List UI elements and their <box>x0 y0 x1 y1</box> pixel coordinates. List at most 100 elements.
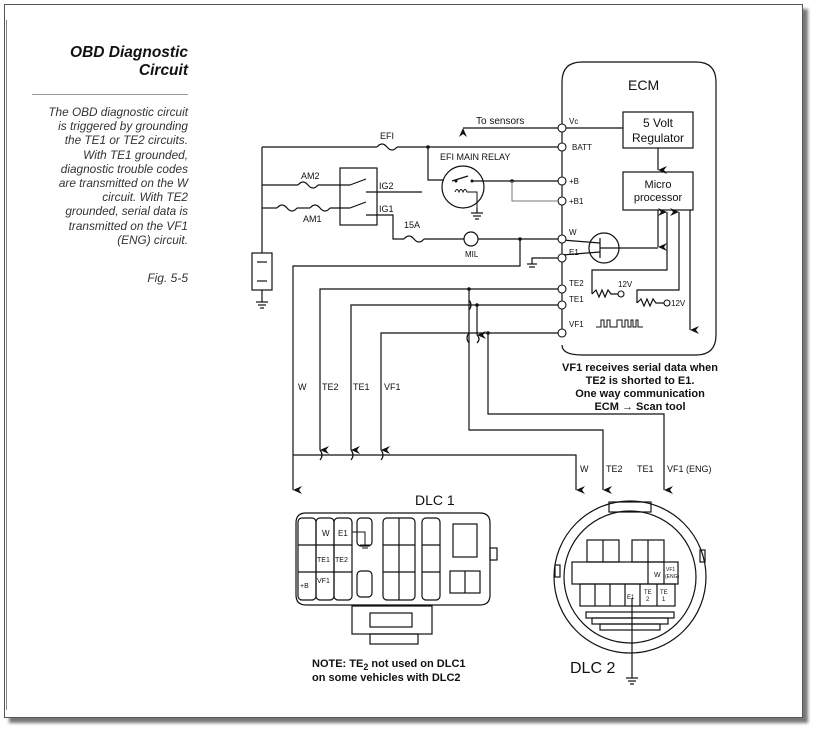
ig2-label: IG2 <box>379 181 394 191</box>
vf1-note: VF1 receives serial data when TE2 is sho… <box>562 362 718 413</box>
wire-label-w-dlc2: W <box>580 464 589 474</box>
ground-icon <box>360 544 370 549</box>
pin-te2 <box>557 284 567 294</box>
te2-to-micro-arrow <box>591 208 668 294</box>
description-line: grounded, serial data is <box>65 204 188 219</box>
dlc2-connector: W VF1 (ENG) E1 TE 2 TE 1 DLC 2 <box>553 500 707 685</box>
relay-coil-icon <box>454 189 478 208</box>
vf1-harness-wire <box>380 332 558 454</box>
w-harness-wire <box>292 239 521 494</box>
dlc2-terminal-vf1: VF1 <box>666 567 675 573</box>
dlc1-note-line2: on some vehicles with DLC2 <box>312 672 461 684</box>
ecm-outline <box>561 61 717 356</box>
ecm-module: ECM 5 Volt Regulator Micro processor 12V… <box>561 61 717 356</box>
pin-label-te2: TE2 <box>569 279 584 288</box>
wire-label-vf1-dlc2: VF1 (ENG) <box>667 464 712 474</box>
description-line: With TE1 grounded, <box>83 147 188 162</box>
te1-resistor-icon <box>636 297 664 308</box>
to-sensors-label: To sensors <box>476 116 524 127</box>
description-line: diagnostic trouble codes <box>60 161 188 176</box>
pin-vf1 <box>557 328 567 338</box>
ecm-pins: Vc BATT +B +B1 W E1 TE2 TE1 VF1 <box>557 117 592 338</box>
efi-fuse-label: EFI <box>380 131 394 141</box>
dlc2-tab <box>554 564 561 578</box>
dlc2-terminal-w: W <box>654 572 661 579</box>
dlc2-tab <box>699 549 706 563</box>
dlc2-title: DLC 2 <box>570 660 615 677</box>
transistor-emitter <box>561 251 601 256</box>
dlc2-outer-ring <box>553 500 707 654</box>
dlc1-cavity <box>356 570 373 598</box>
dlc2-terminal-e1: E1 <box>627 595 635 601</box>
pin-label-batt: BATT <box>572 143 592 152</box>
vf1-note-line: ECM → Scan tool <box>594 401 685 413</box>
mil-lamp-icon <box>463 231 479 247</box>
sidebar-divider <box>32 94 188 95</box>
dlc1-key <box>452 523 478 558</box>
pin-label-vf1: VF1 <box>569 320 584 329</box>
dlc2-rib <box>591 617 669 625</box>
te2-12v-terminal <box>617 290 625 298</box>
wire-label-te1: TE1 <box>353 382 370 392</box>
dlc2-inner-ring <box>563 510 697 644</box>
pin-b1 <box>557 196 567 206</box>
description-line: is triggered by grounding <box>58 119 188 134</box>
dlc1-latch-inner <box>369 612 413 628</box>
dlc1-latch <box>351 605 433 635</box>
vf1-note-line: VF1 receives serial data when <box>562 362 718 374</box>
dlc2-row <box>579 583 676 607</box>
ground-icon <box>527 263 537 268</box>
pin-label-b1: +B1 <box>569 197 584 206</box>
dlc2-rib <box>585 611 675 619</box>
mil-label: MIL <box>465 250 479 259</box>
dlc1-title: DLC 1 <box>415 492 455 508</box>
dlc1-connector: DLC 1 W E1 TE1 TE2 +B VF1 <box>295 492 498 645</box>
relay-feed <box>427 147 444 181</box>
fuse-15a-icon <box>403 235 425 243</box>
dlc1-e1-ground-wire <box>352 531 366 545</box>
sidebar-title-line1: OBD Diagnostic <box>70 44 188 61</box>
pin-label-vc: Vc <box>569 117 578 126</box>
ig1-wire <box>366 214 404 240</box>
b1-wire <box>511 181 558 202</box>
page-edge <box>6 20 7 710</box>
ecm-title: ECM <box>628 77 659 93</box>
am1-fuse-icon <box>309 204 331 212</box>
relay-dot <box>454 179 458 183</box>
dlc1-terminal-te1: TE1 <box>317 557 330 564</box>
junction <box>475 303 479 307</box>
ground-icon <box>471 212 483 220</box>
regulator-label-2: Regulator <box>632 131 684 145</box>
te1-supply-label: 12V <box>671 299 686 308</box>
dlc1-terminal-e1: E1 <box>338 529 348 538</box>
te2-supply-label: 12V <box>618 280 633 289</box>
transistor-collector <box>561 239 601 244</box>
pin-b <box>557 176 567 186</box>
dlc1-latch-base <box>369 633 419 645</box>
am1-fuse-label: AM1 <box>303 214 322 224</box>
microprocessor <box>622 171 694 211</box>
relay-contact <box>451 175 469 182</box>
description-line: circuit. With TE2 <box>102 190 188 205</box>
dlc2-harness: W TE2 TE1 VF1 (ENG) <box>293 287 712 494</box>
am1-fuse-icon <box>276 204 298 212</box>
dlc2-row <box>571 561 679 585</box>
efi-main-relay-label: EFI MAIN RELAY <box>440 152 510 162</box>
efi-fuse-icon <box>376 143 398 151</box>
dlc1-terminal-vf1: VF1 <box>317 578 330 585</box>
pin-te1 <box>557 300 567 310</box>
description-line: (ENG) circuit. <box>117 232 188 247</box>
pin-vc <box>557 123 567 133</box>
vf1-note-line: TE2 is shorted to E1. <box>586 375 695 387</box>
dlc1-note-line1: NOTE: TE2 not used on DLC1 <box>312 658 466 672</box>
power-circuit: To sensors EFI EFI MAIN RELAY <box>251 116 558 309</box>
wire-label-vf1: VF1 <box>384 382 401 392</box>
description-line: The OBD diagnostic circuit <box>48 105 188 119</box>
micro-label-1: Micro <box>645 179 672 191</box>
pin-e1 <box>557 253 567 263</box>
pin-label-b: +B <box>569 177 579 186</box>
serial-waveform-icon <box>596 319 643 328</box>
ground-icon <box>626 677 638 685</box>
sidebar-title-line2: Circuit <box>138 62 188 79</box>
